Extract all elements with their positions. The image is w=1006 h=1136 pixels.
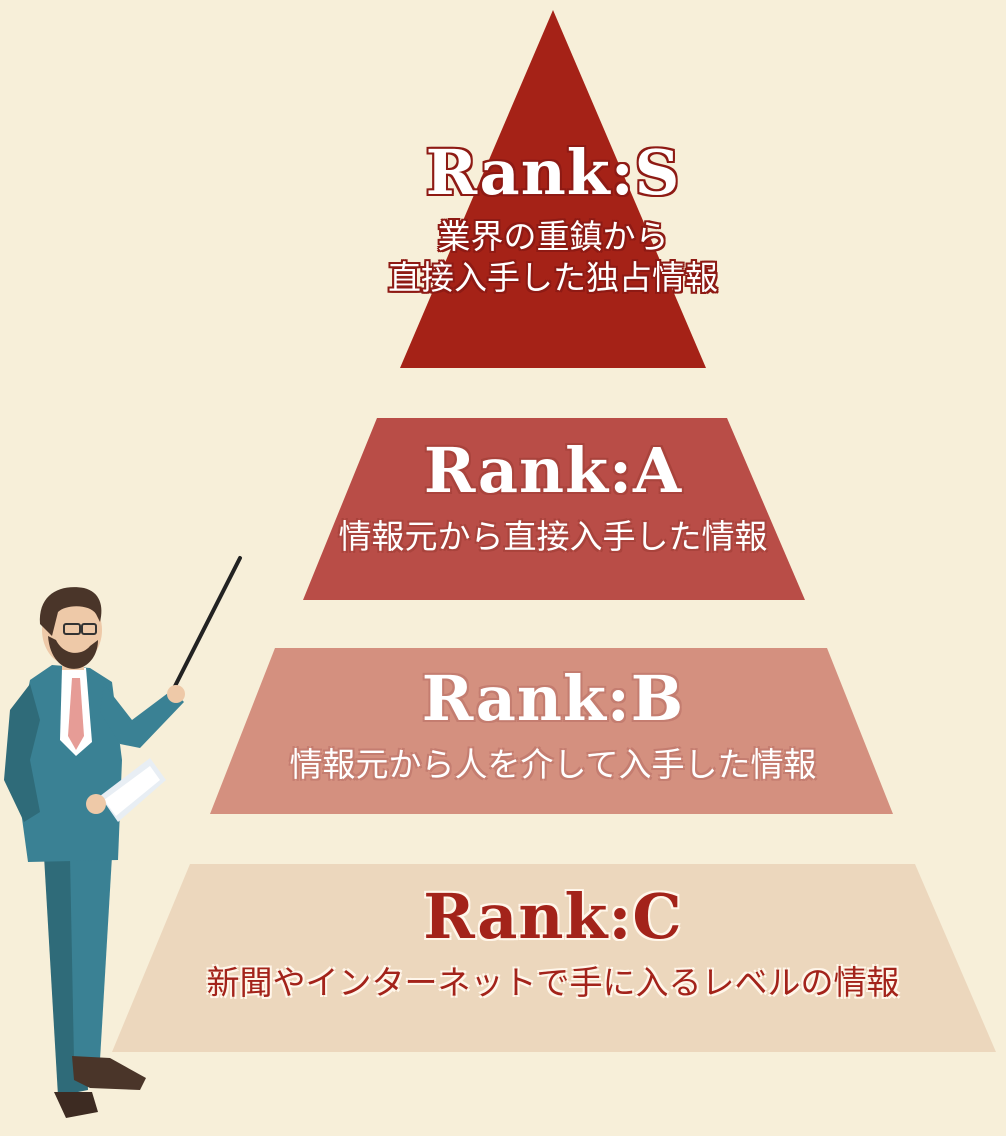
tier-b-desc: 情報元から人を介して入手した情報 — [289, 745, 817, 784]
presenter-illustration — [4, 556, 242, 1118]
tier-c-label: Rank:C 新聞やインターネットで手に入るレベルの情報 — [100, 886, 1006, 1003]
tier-b-label: Rank:B 情報元から人を介して入手した情報 — [150, 668, 956, 785]
tier-c-shape — [112, 864, 996, 1052]
tier-s-rank: Rank:S — [425, 136, 681, 209]
tier-a-label: Rank:A 情報元から直接入手した情報 — [220, 440, 886, 557]
tier-s-desc-line-2: 直接入手した独占情報 — [388, 258, 718, 298]
tier-c-rank: Rank:C — [423, 880, 683, 953]
tier-a-shape — [303, 418, 805, 600]
tier-a-rank: Rank:A — [423, 434, 683, 507]
tier-c-desc: 新聞やインターネットで手に入るレベルの情報 — [206, 963, 900, 1002]
tier-s-shape — [400, 10, 706, 368]
tier-s-label: Rank:S 業界の重鎮から 直接入手した独占情報 — [320, 142, 786, 299]
tier-b-shape — [210, 648, 893, 814]
tier-s-desc-line-1: 業界の重鎮から — [437, 217, 669, 256]
tier-b-rank: Rank:B — [421, 662, 685, 735]
tier-a-desc: 情報元から直接入手した情報 — [338, 517, 768, 556]
